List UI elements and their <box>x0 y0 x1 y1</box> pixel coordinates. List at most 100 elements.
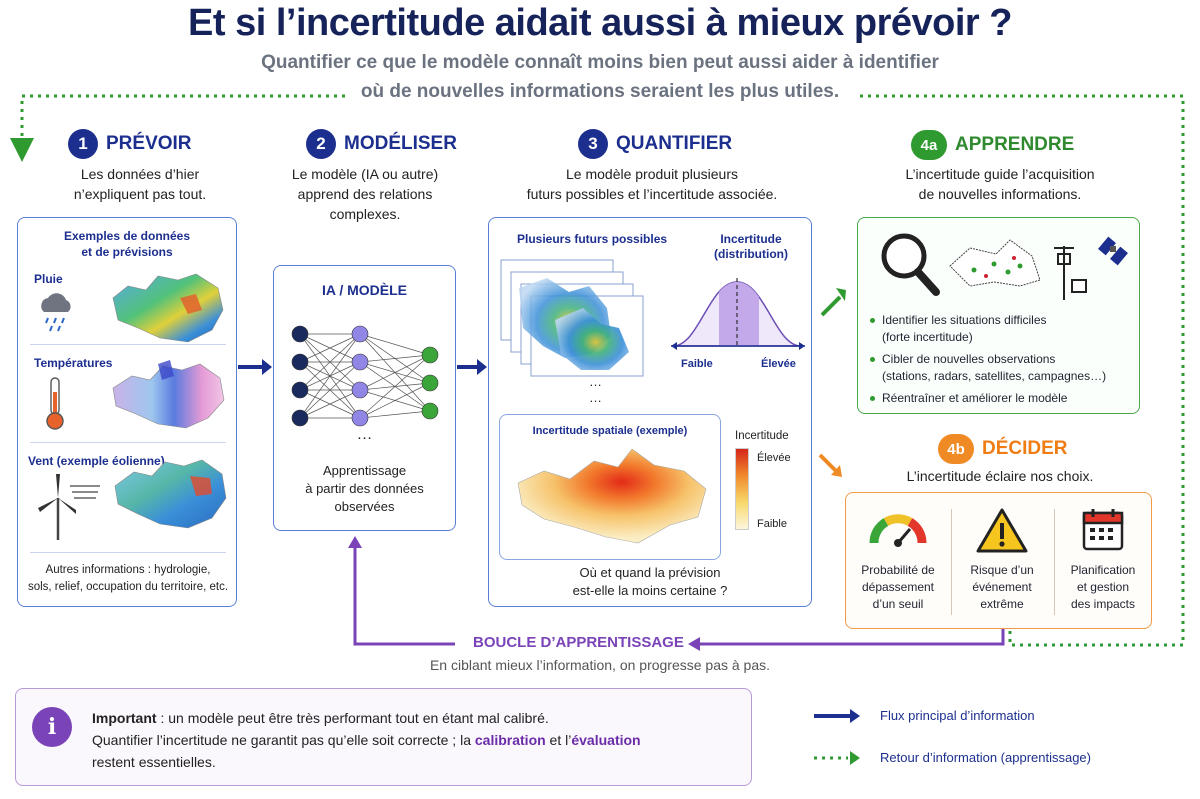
spatial-uncertainty-map <box>517 448 707 544</box>
step-2-heading: 2 MODÉLISER <box>306 129 457 159</box>
distribution-low-label: Faible <box>681 358 713 370</box>
observation-icons <box>881 233 1128 300</box>
step-3-heading: 3 QUANTIFIER <box>578 129 732 159</box>
step-3-description: Le modèle produit plusieurs futurs possi… <box>526 166 778 202</box>
network-node <box>351 381 369 399</box>
divider <box>30 344 226 345</box>
temperature-map <box>112 360 225 429</box>
neural-network-diagram <box>291 325 439 427</box>
important-note: i Important : un modèle peut être très p… <box>15 688 752 786</box>
step-number-badge: 2 <box>306 129 336 159</box>
learn-bullet-list: Identifier les situations difficiles(for… <box>870 312 1135 412</box>
satellite-icon <box>1098 236 1128 266</box>
bullet-item: Réentraîner et améliorer le modèle <box>870 390 1135 407</box>
bullet-item: Cibler de nouvelles observations(station… <box>870 351 1135 385</box>
step-title: MODÉLISER <box>344 133 457 154</box>
futures-title: Plusieurs futurs possibles <box>517 232 668 246</box>
network-node <box>421 374 439 392</box>
page-title: Et si l’incertitude aidait aussi à mieux… <box>188 2 1012 44</box>
wind-turbine-icon <box>38 474 100 540</box>
decide-item-extreme-risk: Risque d’un événement extrême <box>954 493 1050 621</box>
step-number-badge: 1 <box>68 129 98 159</box>
ensemble-ellipsis: … <box>589 374 602 389</box>
step-title: QUANTIFIER <box>616 133 733 154</box>
bullet-item: Identifier les situations difficiles(for… <box>870 312 1135 346</box>
distribution-title: Incertitude (distribution) <box>714 232 788 261</box>
learning-loop-title: BOUCLE D’APPRENTISSAGE <box>473 634 684 651</box>
warning-icon <box>976 508 1028 553</box>
network-node <box>351 353 369 371</box>
learning-caption: Apprentissage à partir des données obser… <box>305 463 424 514</box>
network-node <box>291 325 309 343</box>
row-label: Vent (exemple éolienne) <box>28 454 165 468</box>
rain-row: Pluie <box>18 264 236 352</box>
main-flow-legend-arrow <box>814 709 860 723</box>
legend-low: Faible <box>757 518 787 530</box>
step-4b-heading: 4b DÉCIDER <box>938 434 1068 464</box>
model-title: IA / MODÈLE <box>321 282 408 298</box>
network-node <box>421 402 439 420</box>
uncertainty-distribution <box>671 278 805 350</box>
network-node <box>291 353 309 371</box>
magnifier-icon <box>881 233 940 296</box>
gauge-icon <box>869 514 927 547</box>
step-1-heading: 1 PRÉVOIR <box>68 129 192 159</box>
feedback-dotted-right <box>860 94 1185 647</box>
rain-cloud-icon <box>41 293 71 332</box>
row-label: Températures <box>34 356 113 370</box>
subtitle-line-1: Quantifier ce que le modèle connaît moin… <box>261 52 939 73</box>
thermometer-icon <box>46 377 64 430</box>
other-info-footer: Autres informations : hydrologie, sols, … <box>27 564 229 593</box>
network-node <box>421 346 439 364</box>
main-flow-arrow-2 <box>457 359 487 375</box>
network-node <box>291 381 309 399</box>
temperature-row: Températures <box>18 348 236 438</box>
decide-panel: Probabilité de dépassement d’un seuil Ri… <box>845 492 1152 629</box>
uncertainty-color-bar <box>735 448 749 530</box>
legend-high: Élevée <box>757 452 791 464</box>
uncertainty-question: Où et quand la prévision est-elle la moi… <box>572 565 728 598</box>
panel-header: Exemples de données et de prévisions <box>63 229 191 259</box>
quantify-panel: Plusieurs futurs possibles Incertitude (… <box>488 217 812 607</box>
step-4b-description: L’incertitude éclaire nos choix. <box>906 468 1094 484</box>
spatial-title: Incertitude spatiale (exemple) <box>532 425 688 437</box>
learning-loop-caption: En ciblant mieux l’information, on progr… <box>429 657 771 673</box>
arrow-to-learn <box>820 288 846 317</box>
legend-feedback: Retour d’information (apprentissage) <box>880 750 1091 765</box>
subtitle-line-2: où de nouvelles informations seraient le… <box>360 81 840 102</box>
step-title: PRÉVOIR <box>106 133 192 154</box>
divider <box>30 552 226 553</box>
step-number-badge: 3 <box>578 129 608 159</box>
step-1-description: Les données d’hier n’expliquent pas tout… <box>73 166 207 202</box>
network-node <box>291 409 309 427</box>
ellipsis: … <box>356 426 373 443</box>
wind-map <box>114 459 227 529</box>
step-2-description: Le modèle (IA ou autre) apprend des rela… <box>291 166 439 222</box>
feedback-dotted-left <box>10 94 345 162</box>
info-icon: i <box>32 707 72 747</box>
network-node <box>351 409 369 427</box>
ensemble-maps <box>500 259 644 377</box>
ensemble-ellipsis: … <box>589 390 602 405</box>
step-title: DÉCIDER <box>982 438 1068 459</box>
distribution-high-label: Élevée <box>761 358 796 370</box>
decide-item-threshold: Probabilité de dépassement d’un seuil <box>850 493 946 621</box>
legend-title: Incertitude <box>735 430 789 442</box>
main-flow-arrow-1 <box>238 359 272 375</box>
note-text: Important : un modèle peut être très per… <box>92 710 641 770</box>
step-4a-heading: 4a APPRENDRE <box>911 130 1074 160</box>
step-number-badge: 4a <box>911 130 947 160</box>
network-node <box>351 325 369 343</box>
calendar-icon <box>1082 509 1124 551</box>
model-panel: IA / MODÈLE … Apprentissage à partir des… <box>273 265 456 531</box>
divider <box>951 509 952 615</box>
step-4a-description: L’incertitude guide l’acquisition de nou… <box>905 166 1095 202</box>
wind-row: Vent (exemple éolienne) <box>18 446 236 546</box>
divider <box>30 442 226 443</box>
spatial-uncertainty-card: Incertitude spatiale (exemple) <box>499 414 721 560</box>
row-label: Pluie <box>34 272 63 286</box>
decide-item-planning: Planification et gestion des impacts <box>1056 493 1150 621</box>
weather-station-icon <box>1054 246 1087 300</box>
legend-symbols <box>814 709 860 765</box>
